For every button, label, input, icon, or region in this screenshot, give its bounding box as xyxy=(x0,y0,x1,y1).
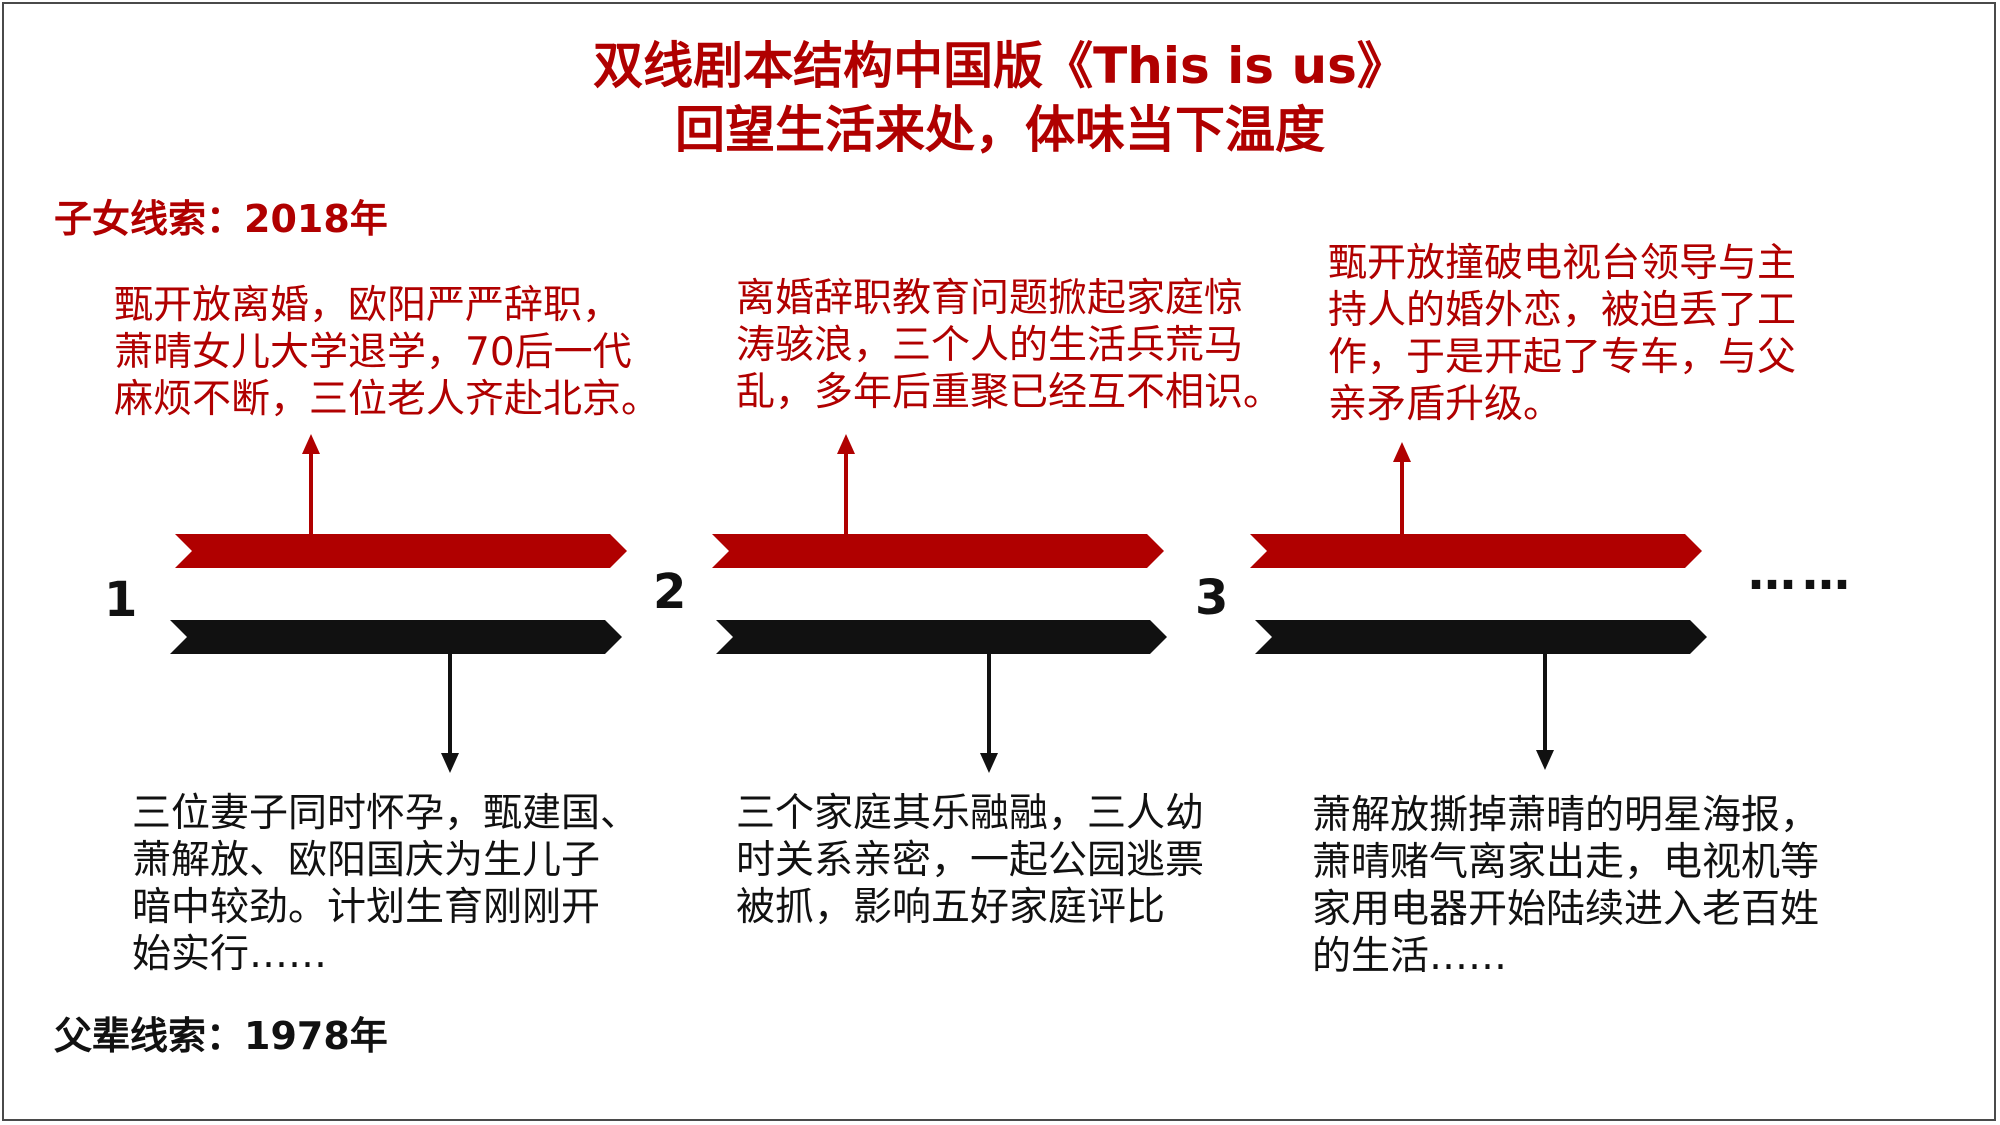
child-timeline-arrow-1 xyxy=(175,534,627,568)
child-event-1-line: 萧晴女儿大学退学，70后一代 xyxy=(114,330,632,375)
child-timeline-arrow-2 xyxy=(712,534,1164,568)
parent-arrow-head-1 xyxy=(441,753,459,773)
child-event-2-line: 离婚辞职教育问题掀起家庭惊 xyxy=(736,276,1244,321)
child-event-2: 离婚辞职教育问题掀起家庭惊 涛骇浪，三个人的生活兵荒马 乱，多年后重聚已经互不相… xyxy=(736,275,1282,416)
child-event-3-line: 持人的婚外恋，被迫丢了工 xyxy=(1328,288,1797,333)
child-event-3: 甄开放撞破电视台领导与主 持人的婚外恋，被迫丢了工 作，于是开起了专车，与父 亲… xyxy=(1328,240,1796,428)
child-event-1-line: 麻烦不断，三位老人齐赴北京。 xyxy=(114,377,661,422)
child-arrow-head-2 xyxy=(837,434,855,454)
parent-event-3-line: 萧解放撕掉萧晴的明星海报， xyxy=(1312,793,1820,838)
child-arrow-head-3 xyxy=(1393,442,1411,462)
child-event-2-line: 乱，多年后重聚已经互不相识。 xyxy=(736,370,1283,415)
parent-arrow-head-3 xyxy=(1536,750,1554,770)
step-number-3: 3 xyxy=(1195,570,1229,626)
child-timeline-arrow-3 xyxy=(1250,534,1702,568)
title-line-2: 回望生活来处，体味当下温度 xyxy=(675,101,1325,159)
parent-event-3: 萧解放撕掉萧晴的明星海报， 萧晴赌气离家出走，电视机等 家用电器开始陆续进入老百… xyxy=(1312,792,1819,980)
parent-event-1-line: 萧解放、欧阳国庆为生儿子 xyxy=(132,838,601,883)
child-arrow-head-1 xyxy=(302,434,320,454)
child-event-2-line: 涛骇浪，三个人的生活兵荒马 xyxy=(736,323,1244,368)
step-number-2: 2 xyxy=(653,564,687,620)
parent-event-1-line: 始实行…… xyxy=(132,932,328,977)
parent-event-3-line: 家用电器开始陆续进入老百姓 xyxy=(1312,887,1820,932)
child-event-1: 甄开放离婚，欧阳严严辞职， 萧晴女儿大学退学，70后一代 麻烦不断，三位老人齐赴… xyxy=(114,282,660,423)
child-event-3-line: 作，于是开起了专车，与父 xyxy=(1328,335,1797,380)
title-line-1: 双线剧本结构中国版《This is us》 xyxy=(593,37,1407,95)
child-lane-label: 子女线索：2018年 xyxy=(54,197,388,241)
parent-timeline-arrow-3 xyxy=(1255,620,1707,654)
continuation-ellipsis: …… xyxy=(1748,545,1856,601)
parent-event-2-line: 三个家庭其乐融融，三人幼 xyxy=(736,791,1205,836)
parent-event-1-line: 暗中较劲。计划生育刚刚开 xyxy=(132,885,601,930)
parent-event-2: 三个家庭其乐融融，三人幼 时关系亲密，一起公园逃票 被抓，影响五好家庭评比 xyxy=(736,790,1204,931)
child-event-3-line: 亲矛盾升级。 xyxy=(1328,382,1563,427)
parent-event-1: 三位妻子同时怀孕，甄建国、 萧解放、欧阳国庆为生儿子 暗中较劲。计划生育刚刚开 … xyxy=(132,790,639,978)
parent-event-1-line: 三位妻子同时怀孕，甄建国、 xyxy=(132,791,640,836)
parent-event-2-line: 时关系亲密，一起公园逃票 xyxy=(736,838,1205,883)
parent-event-3-line: 的生活…… xyxy=(1312,934,1508,979)
parent-timeline-arrow-1 xyxy=(170,620,622,654)
parent-timeline-arrow-2 xyxy=(716,620,1167,654)
child-event-3-line: 甄开放撞破电视台领导与主 xyxy=(1328,241,1797,286)
parent-event-3-line: 萧晴赌气离家出走，电视机等 xyxy=(1312,840,1820,885)
parent-lane-label: 父辈线索：1978年 xyxy=(54,1014,388,1058)
child-event-1-line: 甄开放离婚，欧阳严严辞职， xyxy=(114,283,622,328)
step-number-1: 1 xyxy=(104,572,138,628)
parent-event-2-line: 被抓，影响五好家庭评比 xyxy=(736,885,1166,930)
parent-arrow-head-2 xyxy=(980,753,998,773)
